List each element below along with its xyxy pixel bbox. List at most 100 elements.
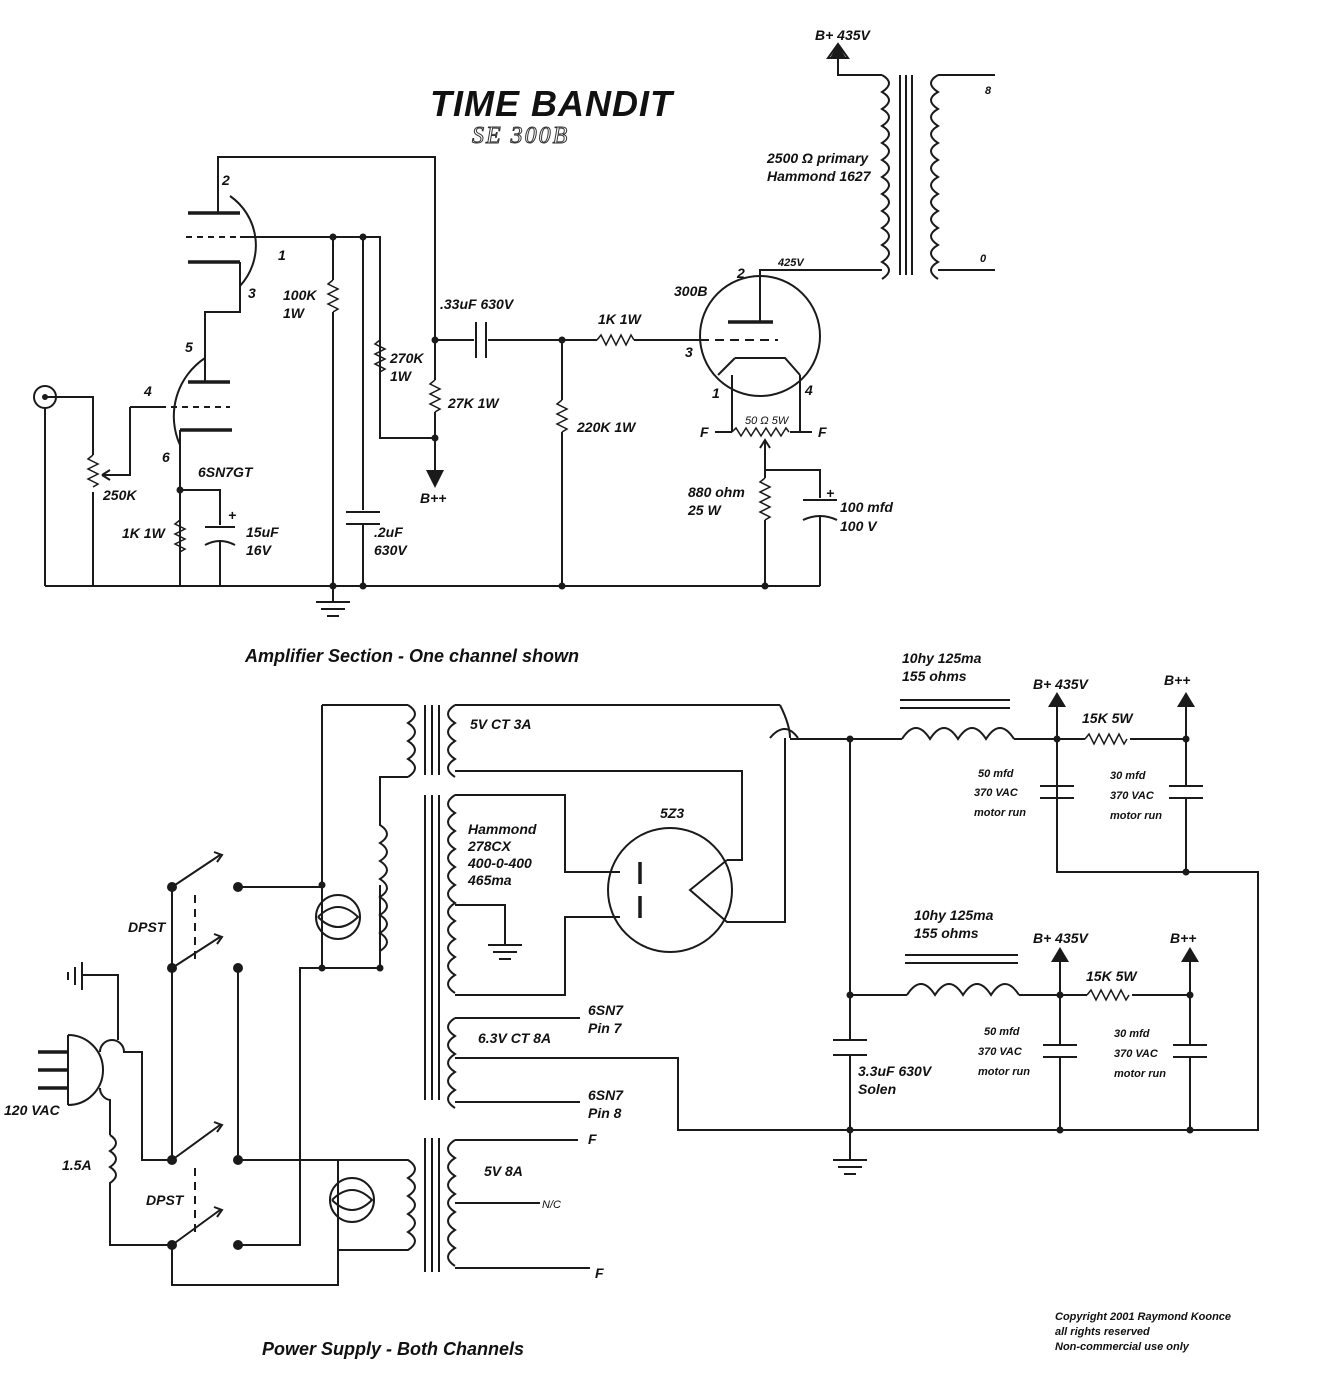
bplus2-arrow-icon bbox=[1051, 947, 1069, 962]
copyright-line-1: Copyright 2001 Raymond Koonce bbox=[1055, 1311, 1231, 1323]
filament-transformer: F 5V 8A N/C F bbox=[337, 1131, 604, 1281]
r-270k-label: 270K bbox=[389, 350, 424, 366]
pin-300b-4-label: 4 bbox=[804, 382, 813, 398]
choke1-label-b: 155 ohms bbox=[902, 668, 967, 684]
choke1-label-a: 10hy 125ma bbox=[902, 650, 982, 666]
pilot-lamp-bottom-icon bbox=[329, 1177, 375, 1223]
pin-5-label: 5 bbox=[185, 339, 193, 355]
hammond-voltage-label: 400-0-400 bbox=[467, 855, 532, 871]
r-100k-watt-label: 1W bbox=[283, 305, 306, 321]
dpst-top-label: DPST bbox=[128, 919, 167, 935]
sn7-pin7-label-a: 6SN7 bbox=[588, 1002, 624, 1018]
bplus1-arrow-icon bbox=[1048, 692, 1066, 707]
pin-2-label: 2 bbox=[221, 172, 230, 188]
sn7-pin8-label-b: Pin 8 bbox=[588, 1105, 622, 1121]
bpp2-label: B++ bbox=[1170, 930, 1196, 946]
rca-input-jack-icon bbox=[33, 385, 94, 586]
cap50-2-label-c: motor run bbox=[978, 1066, 1030, 1078]
cap-15uf-label: 15uF bbox=[246, 524, 279, 540]
pilot-lamp-top-icon bbox=[315, 881, 384, 972]
pin-6-label: 6 bbox=[162, 449, 170, 465]
cap30-2-label-a: 30 mfd bbox=[1114, 1028, 1150, 1040]
tube-6sn7gt: 2 1 3 5 4 6 6SN7GT bbox=[130, 156, 436, 586]
bpp1-label: B++ bbox=[1164, 672, 1190, 688]
r-1k-cathode-label: 1K 1W bbox=[122, 525, 167, 541]
chassis-ground-icon bbox=[67, 962, 119, 1040]
sec-5v8a-label: 5V 8A bbox=[484, 1163, 523, 1179]
cap30-2-label-c: motor run bbox=[1114, 1068, 1166, 1080]
cap50-1-label-a: 50 mfd bbox=[978, 768, 1014, 780]
volume-pot-250k: 250K bbox=[86, 407, 137, 586]
r15k1-label: 15K 5W bbox=[1082, 710, 1134, 726]
plate-voltage-label: 425V bbox=[777, 257, 805, 269]
sn7-pin8-label-a: 6SN7 bbox=[588, 1087, 624, 1103]
hammond-label: Hammond bbox=[468, 821, 537, 837]
choke2-label-a: 10hy 125ma bbox=[914, 907, 994, 923]
fuse-label: 1.5A bbox=[62, 1157, 92, 1173]
bplus1-label: B+ 435V bbox=[1033, 676, 1090, 692]
filament-f-right: F bbox=[818, 424, 827, 440]
heater-63v-label: 6.3V CT 8A bbox=[478, 1030, 551, 1046]
r-880-watt-label: 25 W bbox=[687, 502, 722, 518]
copyright-line-3: Non-commercial use only bbox=[1055, 1341, 1190, 1353]
plate-load-network: 100K 1W .2uF 630V 270K 1W bbox=[283, 233, 424, 590]
hum-pot-label: 50 Ω 5W bbox=[745, 415, 790, 427]
tube-300b-label: 300B bbox=[674, 283, 707, 299]
schematic-title: TIME BANDIT bbox=[430, 83, 675, 124]
sn7-pin7-label-b: Pin 7 bbox=[588, 1020, 623, 1036]
cap30-1-label-c: motor run bbox=[1110, 810, 1162, 822]
amplifier-section-title: Amplifier Section - One channel shown bbox=[244, 646, 579, 666]
output-transformer: B+ 435V 8 0 2500 Ω primary Hammond 1627 bbox=[766, 27, 995, 280]
cap50-1-label-c: motor run bbox=[974, 807, 1026, 819]
rectifier-5z3: 5Z3 bbox=[607, 738, 786, 953]
rectifier-heater-transformer: 5V CT 3A bbox=[321, 704, 799, 969]
amp-ground-icon bbox=[316, 586, 350, 617]
cap50-2-label-b: 370 VAC bbox=[978, 1046, 1023, 1058]
bpp2-arrow-icon bbox=[1181, 947, 1199, 962]
cap-solen-label: 3.3uF 630V bbox=[858, 1063, 933, 1079]
plus-sign-15uf: + bbox=[228, 507, 236, 523]
cap30-1-label-b: 370 VAC bbox=[1110, 790, 1155, 802]
filament-f-top: F bbox=[588, 1131, 597, 1147]
r15k2-label: 15K 5W bbox=[1086, 968, 1138, 984]
cap50-1-label-b: 370 VAC bbox=[974, 787, 1019, 799]
pin-300b-3-label: 3 bbox=[685, 344, 693, 360]
mains-plug-icon: 120 VAC 1.5A bbox=[4, 962, 172, 1246]
ot-tap-0-label: 0 bbox=[980, 253, 987, 265]
filter-network: 3.3uF 630V Solen 10hy 125ma 155 ohms B+ … bbox=[790, 650, 1207, 1175]
cathode-bias-network: + 1K 1W 15uF 16V bbox=[122, 486, 279, 586]
schematic-subtitle: SE 300B bbox=[472, 123, 569, 149]
plate-feed-27k: 27K 1W B++ bbox=[420, 250, 500, 506]
fuse-icon bbox=[108, 1134, 172, 1246]
mains-switching: DPST DPST bbox=[128, 851, 339, 1286]
ot-model-label: Hammond 1627 bbox=[767, 168, 872, 184]
power-supply-section: 5V CT 3A Hammond 278CX 400-0-400 465ma 6… bbox=[4, 650, 1259, 1359]
amp-bpp-label: B++ bbox=[420, 490, 446, 506]
psu-ground-icon bbox=[833, 1159, 867, 1175]
transformer-ground-icon bbox=[488, 944, 522, 960]
bplus2-label: B+ 435V bbox=[1033, 930, 1090, 946]
tube-6sn7-label: 6SN7GT bbox=[198, 464, 254, 480]
bpp1-arrow-icon bbox=[1177, 692, 1195, 707]
cap-033uf-label: .33uF 630V bbox=[440, 296, 515, 312]
r-880-label: 880 ohm bbox=[688, 484, 745, 500]
output-cathode-bias: + 880 ohm 25 W 100 mfd 100 V bbox=[687, 470, 893, 590]
r-27k-label: 27K 1W bbox=[447, 395, 500, 411]
mains-label: 120 VAC bbox=[4, 1102, 61, 1118]
pin-3-label: 3 bbox=[248, 285, 256, 301]
cap30-1-label-a: 30 mfd bbox=[1110, 770, 1146, 782]
ot-primary-label: 2500 Ω primary bbox=[766, 150, 869, 166]
coupling-cap: .33uF 630V bbox=[435, 296, 562, 358]
tube-300b: 2 3 1 4 300B 425V bbox=[674, 257, 882, 432]
nc-label: N/C bbox=[542, 1199, 561, 1211]
bpp-arrow-icon bbox=[426, 470, 444, 488]
choke2-label-b: 155 ohms bbox=[914, 925, 979, 941]
cap-02uf-label: .2uF bbox=[374, 524, 403, 540]
r-270k-watt-label: 1W bbox=[390, 368, 413, 384]
cap-solen-brand-label: Solen bbox=[858, 1081, 896, 1097]
r-100k-label: 100K bbox=[283, 287, 317, 303]
pot-250k-label: 250K bbox=[102, 487, 137, 503]
filament-f-left: F bbox=[700, 424, 709, 440]
cap-630v-label: 630V bbox=[374, 542, 408, 558]
